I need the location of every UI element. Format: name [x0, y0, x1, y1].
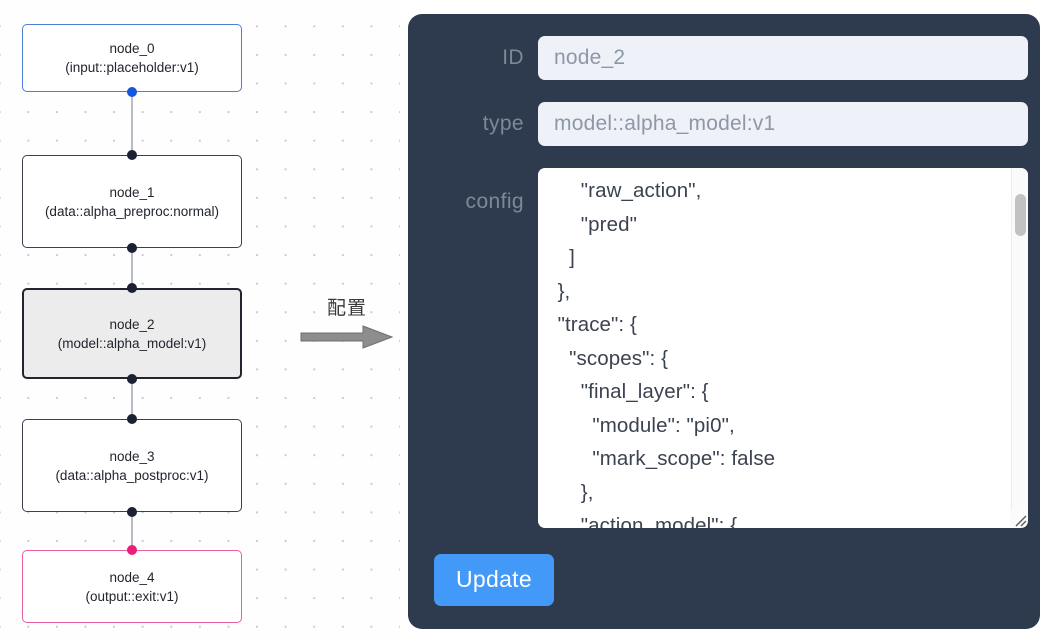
graph-node-label: node_1 (data::alpha_preproc:normal): [44, 184, 220, 219]
annotation-label: 配置: [326, 297, 367, 319]
graph-edge: [131, 92, 133, 155]
graph-node-port[interactable]: [127, 150, 137, 160]
graph-node-port[interactable]: [127, 545, 137, 555]
graph-node-node_2[interactable]: node_2 (model::alpha_model:v1): [22, 288, 242, 379]
graph-edge: [131, 248, 133, 288]
config-textarea-wrapper[interactable]: "raw_action", "pred" ] }, "trace": { "sc…: [538, 168, 1028, 528]
config-field-label: config: [465, 190, 524, 213]
config-scrollbar-thumb[interactable]: [1015, 194, 1026, 236]
field-row-config: config "raw_action", "pred" ] }, "trace"…: [420, 168, 1028, 528]
graph-node-port[interactable]: [127, 414, 137, 424]
right-arrow-icon: [292, 324, 402, 355]
id-field-label: ID: [502, 46, 524, 69]
field-row-id: ID node_2: [420, 36, 1028, 80]
update-button[interactable]: Update: [434, 554, 554, 606]
resize-handle-icon[interactable]: [1010, 510, 1027, 527]
config-textarea[interactable]: "raw_action", "pred" ] }, "trace": { "sc…: [557, 179, 776, 528]
id-input[interactable]: node_2: [538, 36, 1028, 80]
graph-node-port[interactable]: [127, 374, 137, 384]
flow-graph-canvas[interactable]: node_0 (input::placeholder:v1)node_1 (da…: [0, 0, 400, 643]
graph-edge: [131, 379, 133, 419]
graph-node-port[interactable]: [127, 283, 137, 293]
graph-node-node_0[interactable]: node_0 (input::placeholder:v1): [22, 24, 242, 92]
graph-node-label: node_4 (output::exit:v1): [85, 569, 179, 604]
canvas-bottom-edge: [0, 640, 1062, 643]
graph-node-label: node_3 (data::alpha_postproc:v1): [55, 448, 209, 483]
annotation-group: 配置: [292, 296, 402, 355]
graph-node-node_1[interactable]: node_1 (data::alpha_preproc:normal): [22, 155, 242, 248]
graph-node-port[interactable]: [127, 87, 137, 97]
type-field-label: type: [482, 112, 524, 135]
field-row-type: type model::alpha_model:v1: [420, 102, 1028, 146]
graph-node-label: node_2 (model::alpha_model:v1): [57, 316, 207, 351]
node-inspector-panel: ID node_2 type model::alpha_model:v1 con…: [408, 14, 1040, 629]
config-scrollbar[interactable]: [1011, 168, 1028, 510]
graph-node-port[interactable]: [127, 243, 137, 253]
graph-node-node_4[interactable]: node_4 (output::exit:v1): [22, 550, 242, 623]
graph-node-label: node_0 (input::placeholder:v1): [65, 41, 199, 75]
graph-edge: [131, 512, 133, 550]
graph-node-port[interactable]: [127, 507, 137, 517]
type-input[interactable]: model::alpha_model:v1: [538, 102, 1028, 146]
graph-node-node_3[interactable]: node_3 (data::alpha_postproc:v1): [22, 419, 242, 512]
